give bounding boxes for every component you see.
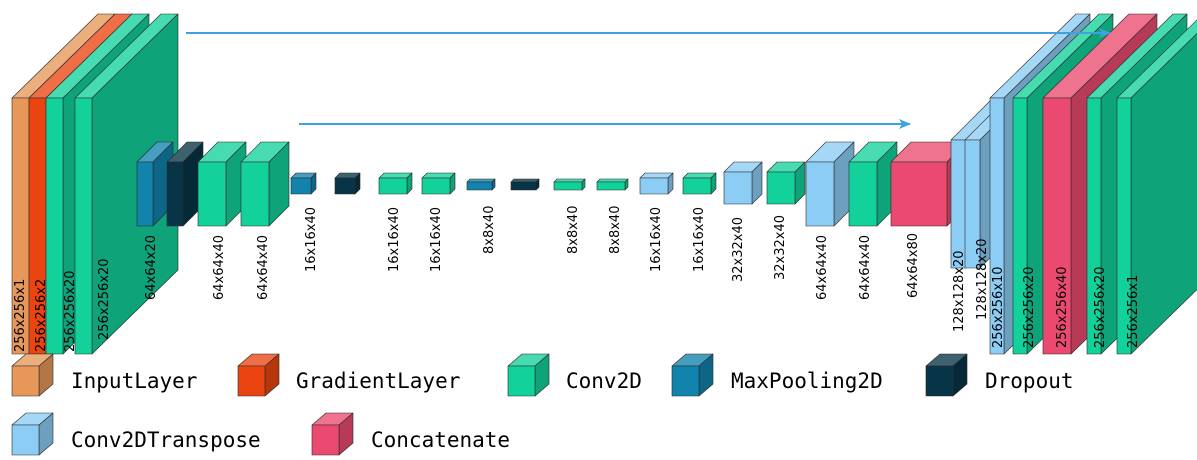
layer-09-maxpooling2d	[290, 172, 317, 195]
legend: InputLayer GradientLayer Conv2D MaxPooling2…	[11, 353, 1074, 456]
layer-20-conv2d	[766, 161, 806, 205]
layer-22-conv2d	[848, 141, 898, 227]
dim-label-12: 16x16x40	[429, 207, 444, 272]
dim-label-09: 16x16x40	[304, 207, 319, 272]
dim-label-20: 32x32x40	[773, 215, 788, 280]
layer-21-conv2dtranspose	[805, 141, 855, 227]
legend-label-dropout: Dropout	[985, 369, 1074, 393]
skip-connections	[186, 28, 1111, 129]
layer-14-dropout	[510, 178, 540, 191]
layer-12-conv2d	[421, 172, 456, 195]
dim-label-16: 8x8x40	[608, 206, 623, 254]
legend-label-inputlayer: InputLayer	[71, 369, 197, 393]
dim-label-01: 256x256x1	[13, 279, 28, 352]
legend-swatch-maxpooling2d	[671, 353, 714, 397]
legend-swatch-gradientlayer	[237, 353, 280, 397]
legend-swatch-concatenate	[311, 412, 354, 456]
dim-label-08: 64x64x40	[256, 235, 271, 300]
dim-label-02: 256x256x2	[34, 279, 49, 352]
dim-label-25: 128x128x20	[975, 238, 990, 320]
legend-swatch-conv2d	[507, 353, 550, 397]
dim-label-05: 64x64x20	[144, 235, 159, 300]
legend-swatch-conv2dtranspose	[11, 412, 54, 456]
layer-16-conv2d	[596, 178, 629, 191]
layers-group	[11, 13, 1197, 355]
dimension-labels: 256x256x1 256x256x2 256x256x20 256x256x20 64…	[13, 206, 1141, 352]
dim-label-24: 128x128x20	[952, 250, 967, 332]
dim-label-03: 256x256x20	[63, 270, 78, 352]
legend-swatch-dropout	[925, 353, 968, 397]
legend-label-concatenate: Concatenate	[371, 428, 510, 452]
dim-label-26: 256x256x10	[991, 266, 1006, 348]
layer-08-conv2d	[240, 141, 290, 227]
layer-11-conv2d	[378, 172, 413, 195]
dim-label-28: 256x256x40	[1055, 266, 1070, 348]
dim-label-23: 64x64x80	[906, 233, 921, 298]
dim-label-21: 64x64x40	[815, 235, 830, 300]
layer-17-conv2dtranspose	[639, 172, 674, 195]
layer-18-conv2d	[682, 172, 717, 195]
legend-label-maxpooling2d: MaxPooling2D	[731, 369, 883, 393]
dim-label-15: 8x8x40	[566, 206, 581, 254]
dim-label-30: 256x256x1	[1126, 275, 1141, 348]
layer-15-conv2d	[553, 178, 586, 191]
dim-label-29: 256x256x20	[1093, 266, 1108, 348]
layer-13-maxpooling2d	[466, 178, 496, 191]
dim-label-13: 8x8x40	[482, 206, 497, 254]
dim-label-19: 32x32x40	[731, 217, 746, 282]
legend-label-conv2dtranspose: Conv2DTranspose	[71, 428, 261, 452]
dim-label-11: 16x16x40	[387, 207, 402, 272]
legend-label-gradientlayer: GradientLayer	[296, 369, 460, 393]
dim-label-04: 256x256x20	[97, 258, 112, 340]
layer-07-conv2d	[197, 141, 247, 227]
dim-label-27: 256x256x20	[1022, 266, 1037, 348]
layer-19-conv2dtranspose	[723, 161, 763, 205]
dim-label-22: 64x64x40	[858, 235, 873, 300]
layer-04-conv2d	[74, 13, 179, 355]
legend-swatch-inputlayer	[11, 353, 54, 397]
layer-30-conv2d	[1116, 19, 1197, 355]
dim-label-17: 16x16x40	[649, 207, 664, 272]
dim-label-07: 64x64x40	[212, 235, 227, 300]
dim-label-18: 16x16x40	[692, 207, 707, 272]
layer-10-dropout	[334, 172, 361, 195]
legend-label-conv2d: Conv2D	[566, 369, 642, 393]
